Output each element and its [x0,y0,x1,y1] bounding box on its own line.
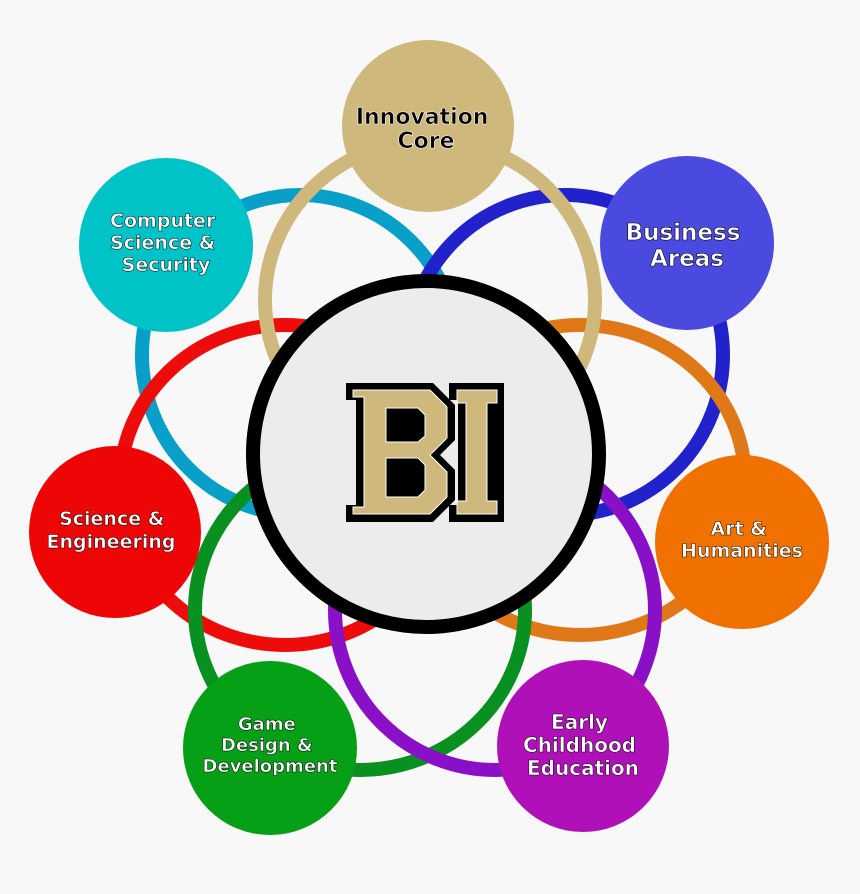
svg-text:Art & Humanities: Art & Humanities [681,518,803,562]
svg-text:Computer Science &: Computer Science & Security [110,210,222,276]
node-label-line: Development [203,756,338,777]
node-art-humanities: Art & Humanities [655,455,829,629]
bi-logo-icon [346,383,504,522]
svg-text:Game Design &: Game Design & Development [203,714,338,777]
node-label-line: Game [238,714,296,735]
node-label-line: Humanities [681,540,803,562]
node-label-line: Computer [110,210,216,232]
node-label-line: Innovation [356,105,489,130]
svg-text:Business Areas: Business Areas [626,220,749,272]
node-label-line: Core [397,129,454,154]
svg-text:Early Childhood: Early Childhood Education [523,710,643,780]
node-label-line: Art & [711,518,767,540]
node-label-line: Engineering [47,531,176,553]
node-computer-science-security: Computer Science & Security [79,158,253,332]
node-label-line: Science & [110,232,215,254]
node-label-line: Design & [221,735,313,756]
node-label-line: Business [626,220,741,246]
center-hub [246,274,606,634]
node-business-areas: Business Areas [600,156,774,330]
svg-text:Science & Engineering: Science & Engineering [47,508,176,553]
svg-text:Innovation Core: Innovation Core [356,105,496,154]
node-label-line: Areas [650,246,724,272]
node-early-childhood-education: Early Childhood Education [497,660,669,832]
node-science-engineering: Science & Engineering [29,446,201,618]
node-label-line: Childhood [523,733,636,757]
node-label-line: Science & [59,508,164,530]
node-innovation-core: Innovation Core [342,40,514,212]
node-label-line: Early [551,710,608,734]
node-label-line: Security [122,254,211,276]
node-game-design-development: Game Design & Development [183,661,357,835]
node-label-line: Education [527,756,639,780]
